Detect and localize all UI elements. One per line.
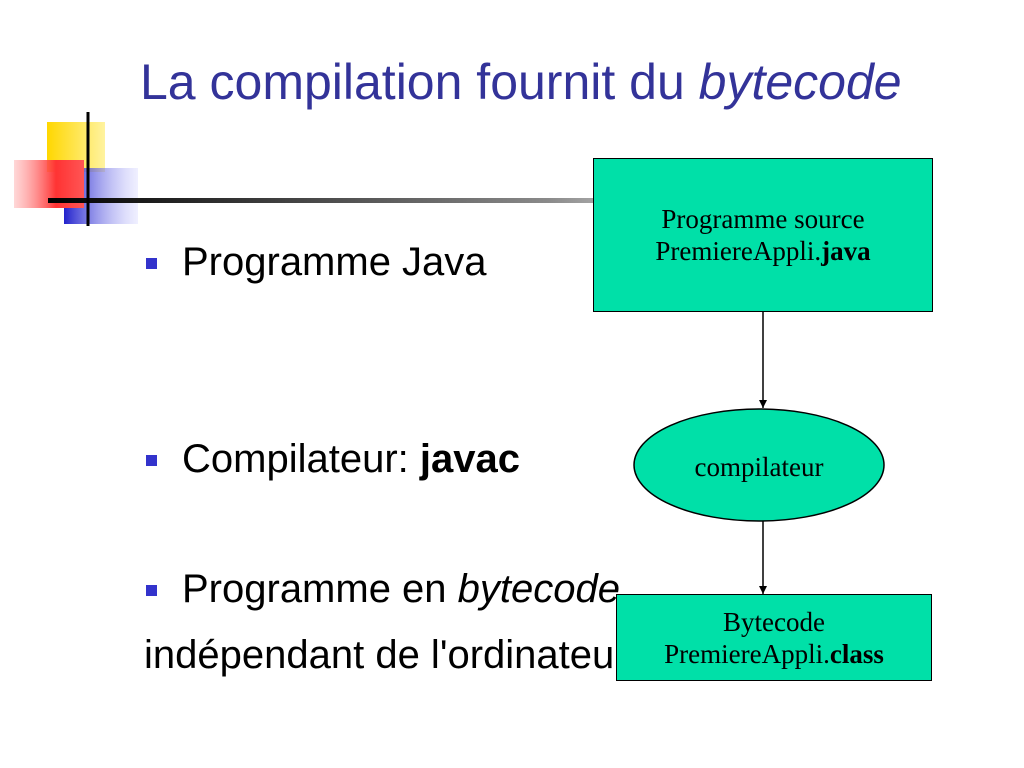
bullet-marker bbox=[146, 585, 157, 596]
bullet-marker bbox=[146, 455, 157, 466]
source-node-line1: Programme source bbox=[661, 204, 865, 234]
bullet-bold-text: javac bbox=[419, 437, 520, 481]
title-rule bbox=[48, 198, 958, 203]
compiler-node-label: compilateur bbox=[694, 452, 824, 482]
bytecode-node: Bytecode PremiereAppli.class bbox=[616, 594, 932, 681]
bullet-text: Programme Java bbox=[182, 240, 487, 284]
title-italic: bytecode bbox=[698, 54, 902, 110]
bytecode-node-line2: PremiereAppli.class bbox=[664, 638, 884, 669]
bytecode-node-extension: class bbox=[829, 638, 884, 669]
slide-title: La compilation fournit du bytecode bbox=[140, 54, 902, 110]
source-node-extension: java bbox=[821, 236, 871, 266]
compiler-node bbox=[633, 408, 885, 522]
bytecode-node-line1: Bytecode bbox=[723, 606, 825, 637]
bullet-text: Programme en bytecode bbox=[182, 567, 621, 611]
bullet-continuation: indépendant de l'ordinateur bbox=[144, 633, 628, 677]
bullet-text: Compilateur: javac bbox=[182, 437, 520, 481]
bullet-italic-text: bytecode bbox=[457, 567, 621, 611]
source-node-line2: PremiereAppli.java bbox=[655, 236, 871, 266]
bullet-marker bbox=[146, 258, 157, 269]
source-program-node: Programme source PremiereAppli.java bbox=[593, 158, 933, 312]
